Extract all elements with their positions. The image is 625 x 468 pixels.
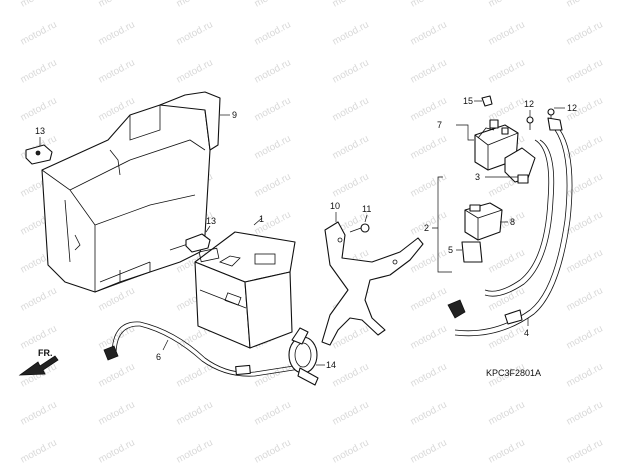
callout-5: 5	[448, 245, 453, 255]
battery-bracket[interactable]	[321, 221, 424, 346]
callout-4: 4	[524, 328, 529, 338]
clip-13-center[interactable]	[185, 233, 211, 253]
terminal-cover-3[interactable]	[504, 147, 536, 184]
negative-cable[interactable]	[103, 321, 301, 377]
callout-6: 6	[156, 352, 161, 362]
battery[interactable]	[194, 231, 296, 349]
callout-13-left: 13	[35, 126, 45, 136]
relay-8[interactable]	[464, 202, 503, 241]
diagram-code: KPC3F2801A	[486, 368, 541, 378]
callout-7: 7	[437, 120, 442, 130]
callout-1: 1	[259, 214, 264, 224]
callout-10: 10	[330, 201, 340, 211]
callout-13-center: 13	[206, 216, 216, 226]
front-label: FR.	[38, 348, 53, 358]
bolt-12-a[interactable]	[526, 116, 534, 130]
callout-2: 2	[424, 223, 429, 233]
cover-5[interactable]	[461, 241, 483, 263]
callout-8: 8	[510, 217, 515, 227]
clip-13-left[interactable]	[25, 144, 53, 165]
front-arrow: FR.	[18, 348, 59, 376]
callout-15: 15	[463, 96, 473, 106]
battery-box[interactable]	[41, 91, 221, 293]
callout-9: 9	[232, 110, 237, 120]
fuse-15[interactable]	[481, 95, 493, 107]
callout-3: 3	[475, 172, 480, 182]
positive-cable[interactable]	[447, 117, 573, 337]
callout-11: 11	[362, 204, 371, 214]
clamp-14[interactable]	[288, 327, 319, 386]
callout-12-a: 12	[524, 99, 534, 109]
callout-12-b: 12	[567, 103, 577, 113]
callout-14: 14	[326, 360, 336, 370]
bolt-11[interactable]	[349, 223, 370, 233]
